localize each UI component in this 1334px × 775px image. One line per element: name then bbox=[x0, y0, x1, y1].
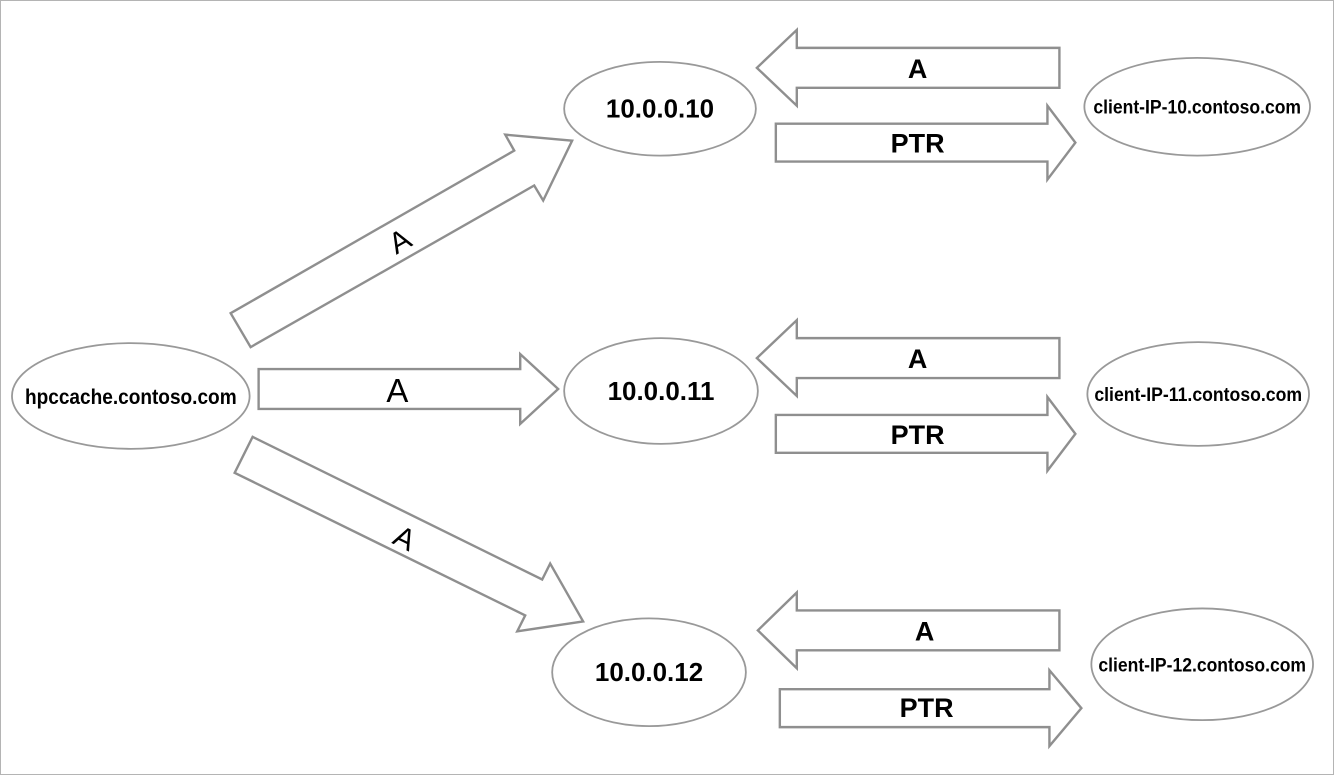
client-a-arrow-12-label: A bbox=[915, 616, 934, 646]
source-node-label: hpccache.contoso.com bbox=[25, 386, 237, 409]
cache-ip-node-10: 10.0.0.10 bbox=[563, 60, 757, 157]
ptr-arrow-12-shape bbox=[778, 666, 1083, 750]
source-a-arrow-up-shape bbox=[229, 133, 574, 349]
ptr-arrow-11: PTR bbox=[774, 393, 1077, 475]
client-node-12-label: client-IP-12.contoso.com bbox=[1098, 655, 1306, 676]
client-node-10-ellipse bbox=[1083, 56, 1311, 157]
source-node: hpccache.contoso.com bbox=[11, 342, 251, 450]
client-node-11-ellipse bbox=[1086, 341, 1310, 447]
client-node-10-label: client-IP-10.contoso.com bbox=[1093, 98, 1301, 119]
client-node-11-label: client-IP-11.contoso.com bbox=[1094, 385, 1302, 406]
source-a-arrow-up: A bbox=[229, 133, 574, 349]
source-a-arrow-down: A bbox=[233, 435, 586, 633]
cache-ip-node-12-ellipse bbox=[551, 617, 747, 728]
client-a-arrow-12: A bbox=[756, 589, 1061, 672]
client-node-10: client-IP-10.contoso.com bbox=[1083, 56, 1311, 157]
cache-ip-node-11-label: 10.0.0.11 bbox=[608, 378, 715, 406]
ptr-arrow-11-shape bbox=[774, 393, 1077, 475]
cache-ip-node-12-label: 10.0.0.12 bbox=[595, 659, 703, 687]
client-a-arrow-11-label: A bbox=[908, 344, 927, 374]
client-node-12: client-IP-12.contoso.com bbox=[1090, 607, 1314, 722]
ptr-arrow-10-shape bbox=[774, 102, 1077, 184]
cache-ip-node-10-ellipse bbox=[563, 60, 757, 157]
client-a-arrow-10-shape bbox=[755, 27, 1061, 109]
client-a-arrow-11: A bbox=[755, 317, 1061, 399]
ptr-arrow-10: PTR bbox=[774, 102, 1077, 184]
source-node-ellipse bbox=[11, 342, 251, 450]
cache-ip-node-11: 10.0.0.11 bbox=[563, 337, 759, 445]
ptr-arrow-11-label: PTR bbox=[891, 420, 945, 450]
client-a-arrow-11-shape bbox=[755, 317, 1061, 399]
client-a-arrow-10-label: A bbox=[908, 54, 927, 84]
cache-ip-node-10-label: 10.0.0.10 bbox=[606, 96, 714, 124]
cache-ip-node-12: 10.0.0.12 bbox=[551, 617, 747, 728]
cache-ip-node-11-ellipse bbox=[563, 337, 759, 445]
client-node-11: client-IP-11.contoso.com bbox=[1086, 341, 1310, 447]
source-a-arrow-mid-label: A bbox=[386, 372, 408, 409]
ptr-arrow-10-label: PTR bbox=[891, 129, 945, 159]
source-a-arrow-down-shape bbox=[233, 435, 586, 633]
source-a-arrow-mid: A bbox=[257, 351, 560, 427]
client-node-12-ellipse bbox=[1090, 607, 1314, 722]
source-a-arrow-mid-shape bbox=[257, 351, 560, 427]
ptr-arrow-12-label: PTR bbox=[900, 693, 954, 723]
client-a-arrow-10: A bbox=[755, 27, 1061, 109]
ptr-arrow-12: PTR bbox=[778, 666, 1083, 750]
client-a-arrow-12-shape bbox=[756, 589, 1061, 672]
